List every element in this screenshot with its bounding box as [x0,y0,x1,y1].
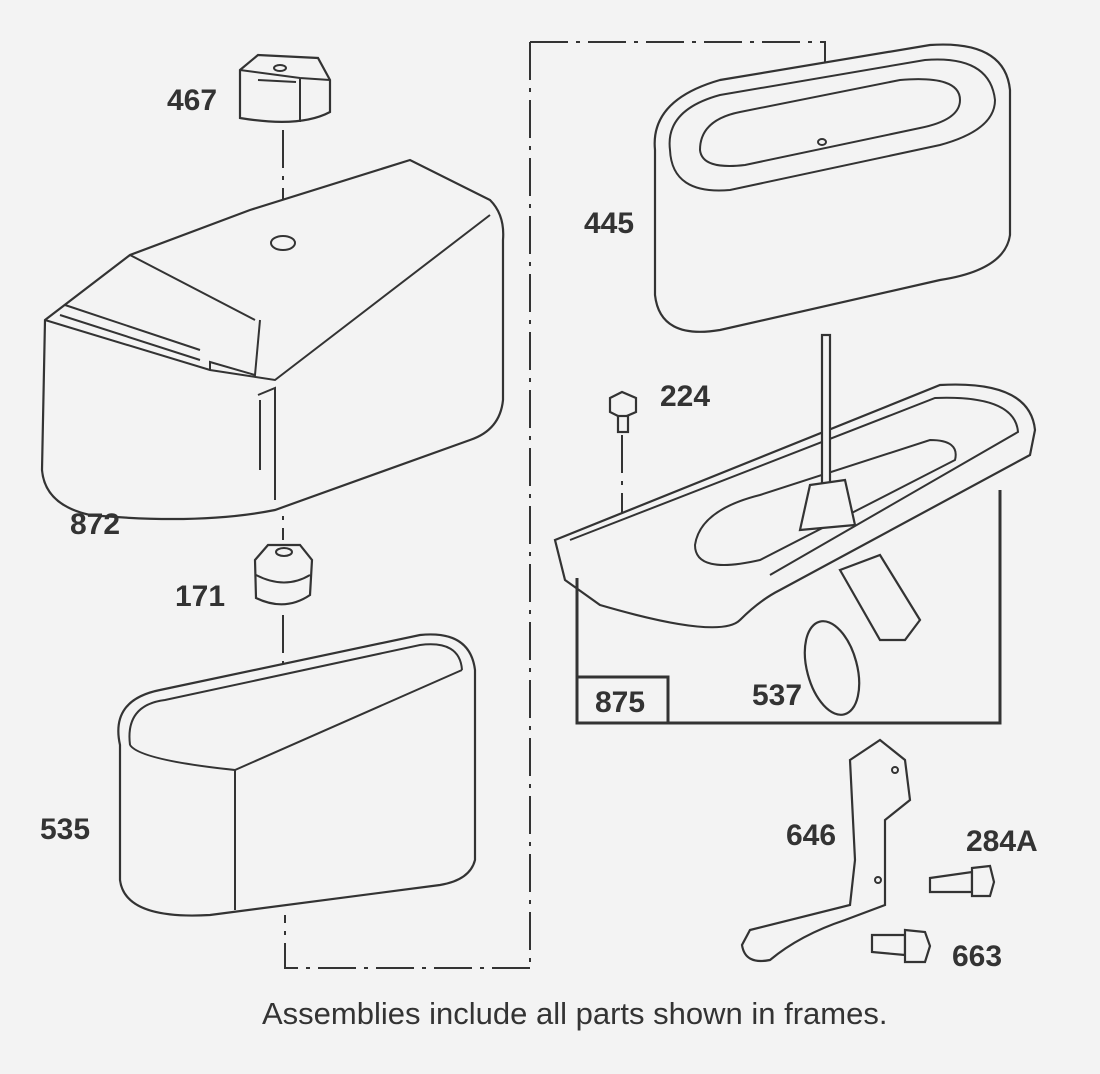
screw-284a-drawing [928,864,996,898]
assembly-path-line [284,915,530,969]
base-875-drawing [553,333,1037,642]
diagram-caption: Assemblies include all parts shown in fr… [262,996,888,1031]
part-label-646: 646 [786,819,837,852]
part-label-875: 875 [595,686,646,719]
seal-537-drawing [803,620,861,716]
cover-872-drawing [40,158,505,521]
part-label-171: 171 [175,580,226,613]
part-label-872: 872 [70,508,121,541]
assembly-frame-875-label-box [577,675,670,723]
assembly-frame-875 [575,490,1002,725]
screw-663-drawing [870,928,932,964]
part-label-537: 537 [752,679,803,712]
part-label-284a: 284A [966,825,1038,858]
screw-224-drawing [608,390,638,434]
part-label-445: 445 [584,207,635,240]
knob-467-drawing [238,53,332,123]
part-label-535: 535 [40,813,91,846]
part-label-663: 663 [952,940,1003,973]
part-label-224: 224 [660,380,711,413]
bracket-646-drawing [740,738,912,963]
nut-171-drawing [253,543,314,606]
part-label-467: 467 [167,84,218,117]
air-filter-445-drawing [653,43,1012,333]
precleaner-535-drawing [117,633,477,917]
